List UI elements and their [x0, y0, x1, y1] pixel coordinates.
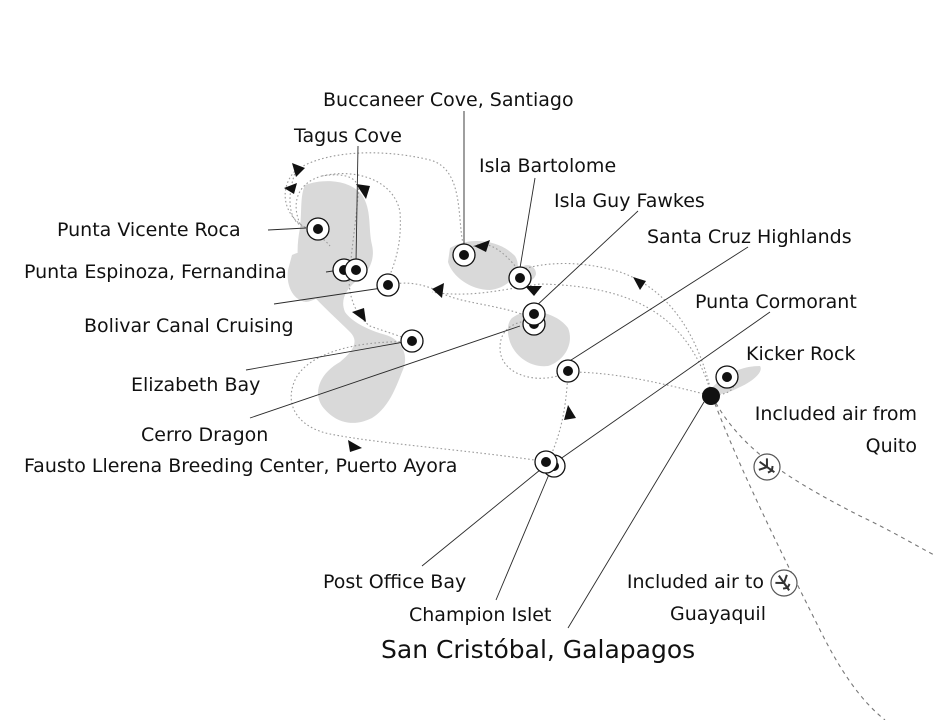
route-arrow-icon: [352, 308, 366, 322]
airplane-icon: [758, 458, 775, 474]
label-air-to-city: Guayaquil: [670, 603, 766, 625]
label-champion: Champion Islet: [409, 604, 551, 626]
air-routes: [711, 395, 936, 720]
route-arrow-icon: [356, 184, 370, 199]
port-marker-icon[interactable]: [715, 365, 739, 389]
label-cormorant: Punta Cormorant: [695, 291, 857, 313]
port-markers: [306, 217, 739, 478]
route-arrow-icon: [348, 440, 362, 452]
route-arrow-icon: [292, 163, 305, 177]
label-guyfawkes: Isla Guy Fawkes: [554, 190, 705, 212]
label-espinoza: Punta Espinoza, Fernandina: [24, 261, 287, 283]
port-marker-icon[interactable]: [344, 258, 368, 282]
port-marker-icon[interactable]: [522, 302, 546, 326]
label-elizabeth: Elizabeth Bay: [131, 374, 260, 396]
route-arrow-icon: [432, 283, 444, 298]
home-port-dot-icon[interactable]: [702, 387, 720, 405]
label-bartolome: Isla Bartolome: [479, 155, 616, 177]
route-arrow-icon: [564, 405, 576, 420]
port-marker-icon[interactable]: [376, 273, 400, 297]
label-postoffice: Post Office Bay: [323, 571, 466, 593]
label-bolivar: Bolivar Canal Cruising: [84, 315, 294, 337]
route-arrows: [284, 163, 646, 452]
route-arrow-icon: [284, 183, 297, 194]
label-tagus: Tagus Cove: [293, 125, 402, 147]
label-air-from-city: Quito: [866, 435, 917, 457]
route-arrow-icon: [474, 240, 490, 252]
leader-lines: [245, 111, 771, 629]
islands: [287, 181, 761, 423]
fernandina-island: [287, 251, 329, 302]
label-kicker: Kicker Rock: [746, 343, 855, 365]
port-marker-icon[interactable]: [534, 450, 558, 474]
label-fausto: Fausto Llerena Breeding Center, Puerto A…: [24, 455, 457, 477]
label-air-from: Included air from: [755, 403, 917, 425]
port-marker-icon[interactable]: [556, 359, 580, 383]
port-marker-icon[interactable]: [400, 329, 424, 353]
isabela-island: [297, 181, 406, 423]
route-arrow-icon: [633, 277, 646, 290]
label-dragon: Cerro Dragon: [141, 424, 268, 446]
port-labels: Buccaneer Cove, Santiago Tagus Cove Isla…: [24, 89, 917, 664]
port-marker-icon[interactable]: [452, 243, 476, 267]
label-highlands: Santa Cruz Highlands: [647, 226, 852, 248]
port-marker-icon[interactable]: [508, 266, 532, 290]
label-buccaneer: Buccaneer Cove, Santiago: [323, 89, 574, 111]
map-title: San Cristóbal, Galapagos: [381, 635, 695, 664]
label-air-to: Included air to: [627, 571, 764, 593]
airplane-icon: [775, 574, 791, 591]
port-marker-icon[interactable]: [306, 217, 330, 241]
label-vicente: Punta Vicente Roca: [57, 219, 241, 241]
route-arrow-icon: [525, 286, 542, 296]
